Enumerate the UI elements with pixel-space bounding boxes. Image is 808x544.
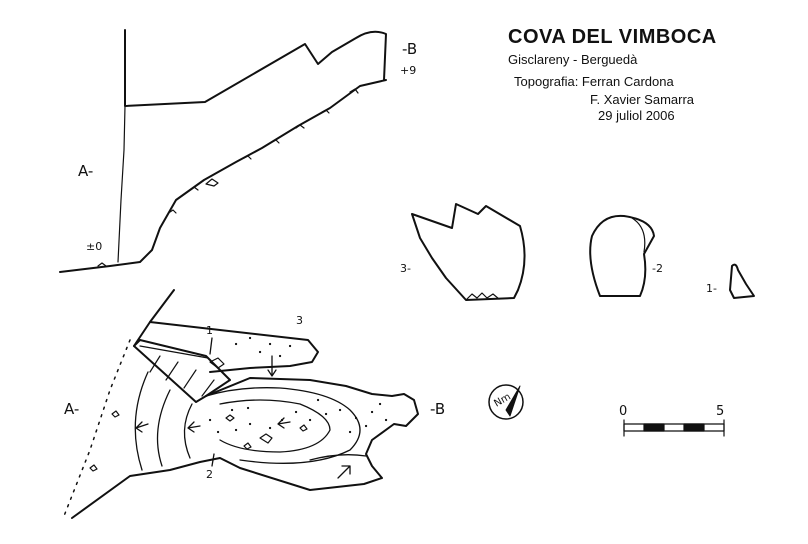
profile-ceiling bbox=[124, 29, 387, 107]
credits-line-1: Topografia: Ferran Cardona bbox=[514, 74, 674, 89]
plan-slope-arc-4 bbox=[156, 389, 171, 467]
plan-section-line-1 bbox=[209, 337, 213, 355]
plan-gravel-dots bbox=[208, 336, 388, 434]
plan-slope-arc-5 bbox=[134, 371, 149, 471]
plan-mark-1: 1 bbox=[206, 324, 213, 337]
survey-date: 29 juliol 2006 bbox=[598, 108, 675, 123]
profile-left-wall bbox=[117, 105, 126, 263]
plan-label-b: -B bbox=[430, 400, 446, 418]
section-2-outline bbox=[589, 214, 655, 297]
plan-entrance-dotted bbox=[63, 339, 131, 517]
section-2-label: -2 bbox=[652, 262, 663, 275]
scale-max-label: 5 bbox=[716, 404, 725, 419]
plan-mark-2: 2 bbox=[206, 468, 213, 481]
plan-slope-arc-3 bbox=[183, 403, 193, 459]
plan-lower-lobe bbox=[309, 454, 367, 461]
profile-label-a: A- bbox=[78, 162, 94, 180]
profile-floor bbox=[59, 79, 387, 273]
profile-depth-top: +9 bbox=[400, 64, 417, 77]
credits-line-2: F. Xavier Samarra bbox=[590, 92, 695, 107]
location-text: Gisclareny - Berguedà bbox=[508, 52, 638, 67]
compass-rose bbox=[488, 384, 524, 420]
section-3-floor-rubble bbox=[465, 292, 500, 301]
plan-mark-3: 3 bbox=[296, 314, 303, 327]
profile-section bbox=[59, 29, 387, 273]
section-2-inner-line bbox=[631, 217, 646, 253]
plan-hatching bbox=[139, 345, 215, 397]
profile-floor-rubble bbox=[97, 88, 359, 267]
section-1-label: 1- bbox=[706, 282, 717, 295]
north-arrow-icon bbox=[505, 385, 521, 417]
profile-label-b: -B bbox=[402, 40, 418, 58]
plan-label-a: A- bbox=[64, 400, 80, 418]
plan-section-line-2 bbox=[211, 453, 215, 467]
plan-slope-arrows bbox=[135, 355, 351, 479]
plan-rubble bbox=[89, 357, 308, 472]
section-3-label: 3- bbox=[400, 262, 411, 275]
plan-slope-arc-1 bbox=[205, 387, 361, 464]
plan-upper-outline bbox=[71, 289, 419, 519]
scale-min-label: 0 bbox=[619, 404, 628, 419]
plan-ledge-1 bbox=[149, 321, 319, 373]
plan-section bbox=[63, 289, 419, 519]
profile-depth-bottom: ±0 bbox=[86, 240, 103, 253]
plan-ledge-2 bbox=[133, 339, 231, 397]
page-title: COVA DEL VIMBOCA bbox=[508, 26, 717, 48]
section-3-outline bbox=[411, 203, 526, 301]
section-1-outline bbox=[729, 263, 755, 299]
plan-slope-arc-2 bbox=[219, 399, 331, 453]
scale-bar bbox=[623, 419, 725, 437]
